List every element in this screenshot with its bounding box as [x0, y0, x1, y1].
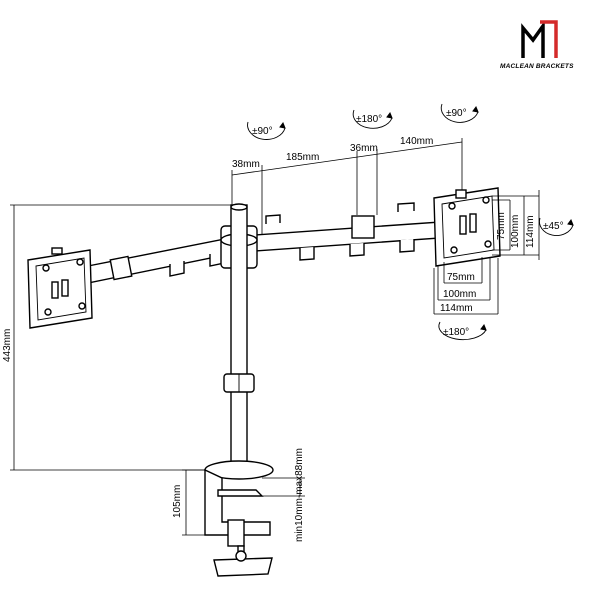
brand-m-icon	[521, 20, 558, 58]
vesa-vertical-114mm: 114mm	[525, 215, 536, 248]
rotation-arrow-icon	[247, 121, 286, 140]
desk-thickness-label: min10mm-max88mm	[294, 448, 305, 542]
rotation-tilt: ±45°	[539, 217, 574, 236]
brand-logo: MACLEAN BRACKETS	[500, 20, 574, 70]
dimension-185mm: 185mm	[286, 152, 319, 163]
height-label-105mm: 105mm	[172, 485, 183, 518]
rotation-right-arm: ±90°	[440, 103, 479, 123]
rotation-label: ±180°	[356, 114, 382, 125]
height-dimension-443: 443mm	[2, 204, 232, 471]
mount-arms	[87, 202, 441, 284]
rotation-arrow-icon	[438, 321, 487, 341]
top-dimension-line: 38mm 185mm 36mm 140mm	[231, 136, 463, 236]
desk-clamp	[204, 468, 273, 577]
vesa-horizontal-75mm: 75mm	[447, 272, 475, 283]
rotation-label: ±45°	[543, 221, 564, 232]
vesa-vertical-75mm: 75mm	[496, 212, 507, 240]
rotation-arrow-icon	[352, 109, 393, 129]
rotation-label: ±90°	[252, 126, 273, 137]
rotation-label: ±180°	[443, 327, 469, 338]
rotation-bottom: ±180°	[438, 321, 487, 341]
rotation-center: ±180°	[352, 109, 393, 129]
rotation-arrow-icon	[539, 217, 574, 236]
dimension-38mm: 38mm	[232, 159, 260, 170]
vesa-dimensions: 75mm 100mm 114mm 75mm 100mm 114mm	[433, 190, 540, 315]
mount-pole	[204, 203, 274, 480]
rotation-arrow-icon	[440, 103, 479, 123]
dimension-140mm: 140mm	[400, 136, 433, 147]
desk-thickness-dimension: min10mm-max88mm	[262, 448, 305, 542]
vesa-horizontal-100mm: 100mm	[443, 289, 476, 300]
dimension-36mm: 36mm	[350, 143, 378, 154]
rotation-label: ±90°	[446, 108, 467, 119]
left-vesa-plate	[27, 247, 93, 329]
vesa-vertical-100mm: 100mm	[510, 215, 521, 248]
right-vesa-plate	[433, 187, 501, 267]
height-label-443mm: 443mm	[2, 329, 13, 362]
vesa-horizontal-114mm: 114mm	[440, 303, 473, 314]
rotation-left-arm: ±90°	[247, 121, 286, 140]
height-dimension-105: 105mm	[172, 469, 205, 536]
brand-name: MACLEAN BRACKETS	[500, 63, 574, 70]
